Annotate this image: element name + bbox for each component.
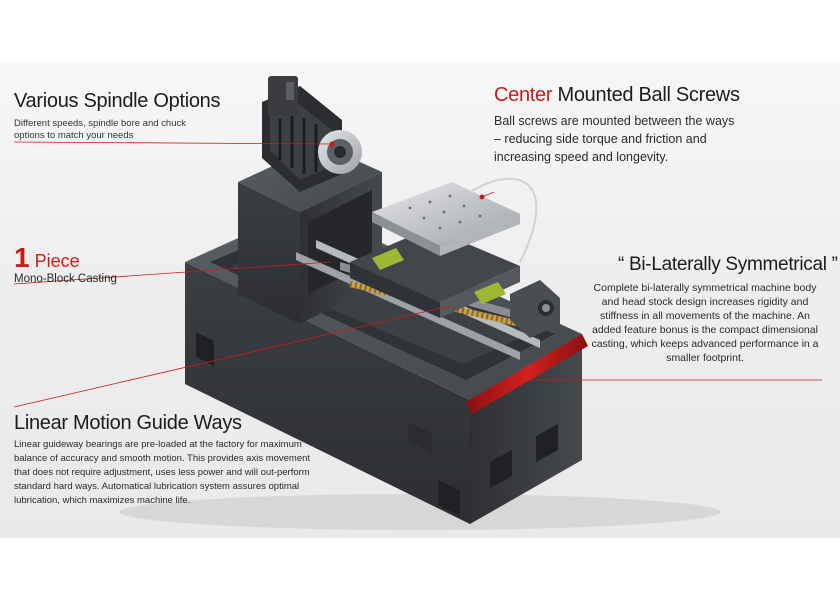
guide-bearing-block	[372, 248, 404, 270]
base-cutout	[490, 450, 512, 488]
lathe-machine-illustration	[13, 76, 822, 530]
base-front-face	[185, 262, 470, 524]
cross-slide-table	[372, 182, 520, 246]
carriage-base	[350, 228, 520, 302]
headstock-front	[238, 182, 300, 324]
ball-screws-title-highlight: Center	[494, 84, 553, 106]
leader-line	[13, 261, 331, 285]
carriage-front	[350, 262, 440, 318]
bilateral-description: Complete bi-laterally symmetrical machin…	[591, 282, 819, 364]
guide-bearing-block	[474, 282, 506, 304]
spindle-options-title: Various Spindle Options	[14, 90, 221, 112]
lubrication-hose	[469, 177, 538, 263]
ball-screws-title-rest: Mounted Ball Screws	[552, 84, 740, 106]
bilateral-title: “ Bi-Laterally Symmetrical ”	[618, 254, 838, 275]
red-accent-strip	[466, 334, 588, 414]
leader-line	[481, 191, 495, 198]
base-cutout	[438, 480, 460, 516]
one-piece-description: Mono-Block Casting	[14, 273, 117, 285]
linear-guide-title: Linear Motion Guide Ways	[14, 412, 242, 434]
cross-slide-table-edge	[440, 214, 520, 256]
one-piece-title: 1 Piece	[14, 242, 80, 274]
ball-screws-description: Ball screws are mounted between the ways…	[494, 114, 735, 164]
cross-slide-table-edge	[372, 212, 440, 256]
floor-shadow	[120, 494, 720, 530]
leader-line	[13, 141, 333, 145]
tailstock	[510, 280, 560, 338]
linear-guide-rail	[296, 252, 520, 360]
feature-panel: Various Spindle Options Different speeds…	[0, 62, 840, 538]
one-piece-word: Piece	[29, 251, 80, 271]
base-cutout	[536, 424, 558, 462]
ball-screws-title: Center Mounted Ball Screws	[494, 84, 740, 107]
base-cutout	[196, 332, 214, 366]
base-cutout	[408, 422, 432, 452]
one-piece-number: 1	[14, 242, 30, 273]
linear-guide-description: Linear guideway bearings are pre-loaded …	[14, 439, 311, 506]
spindle-options-description: Different speeds, spindle bore and chuck…	[14, 118, 186, 141]
leader-line	[13, 305, 451, 408]
